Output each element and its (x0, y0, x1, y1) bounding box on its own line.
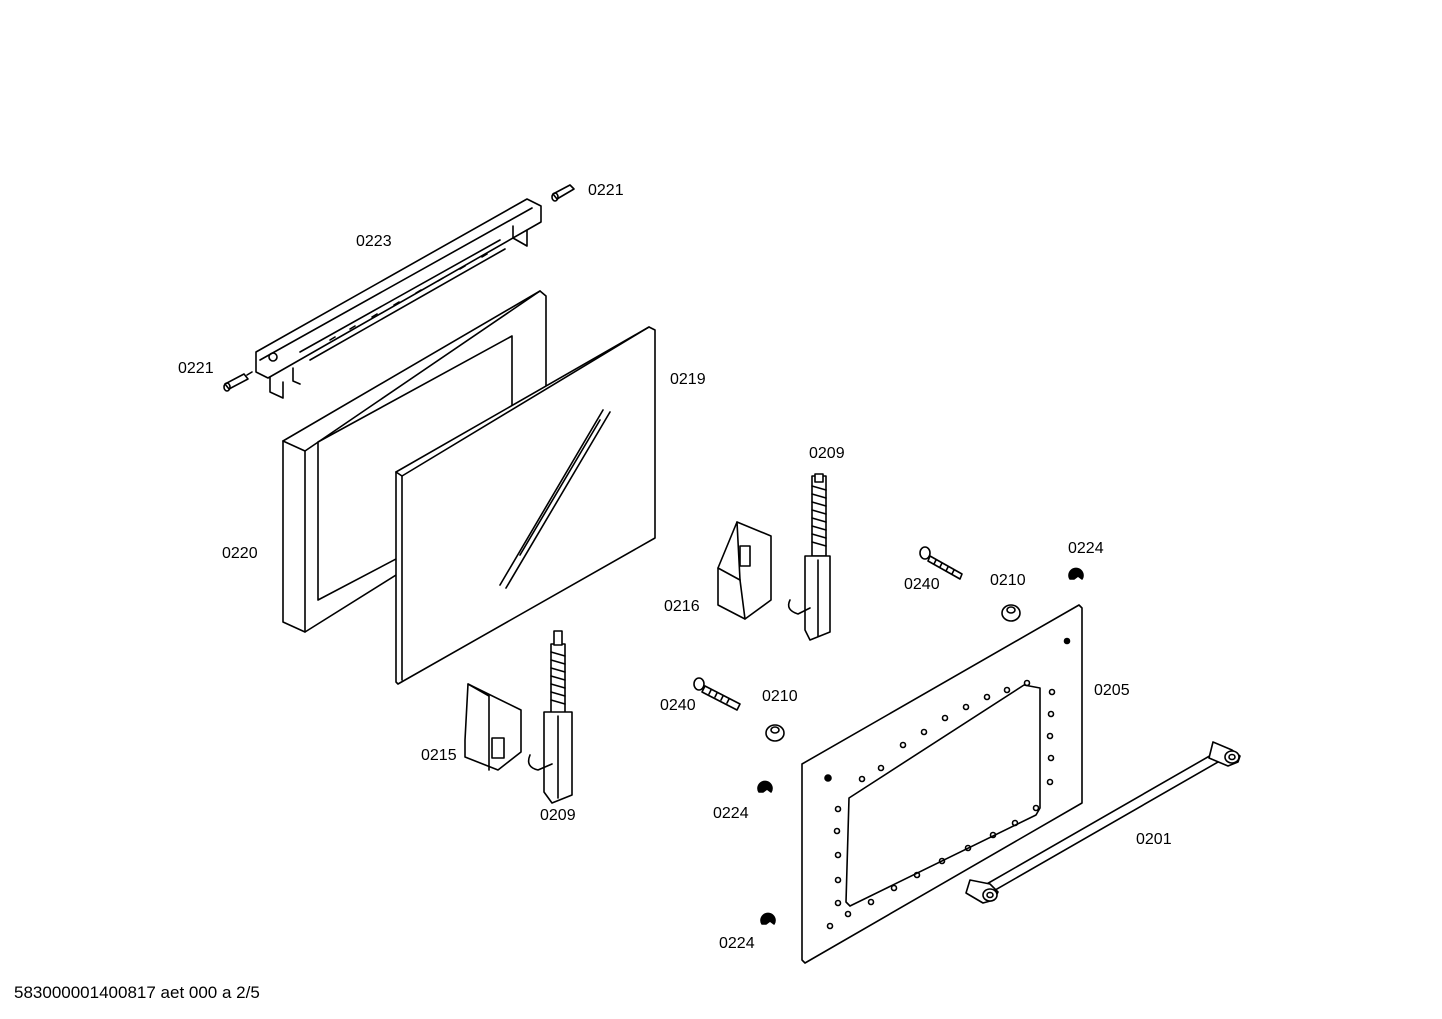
part-label-0224-c: 0224 (719, 935, 755, 952)
part-label-0221-top: 0221 (588, 182, 624, 199)
part-label-0201: 0201 (1136, 831, 1172, 848)
part-label-0205: 0205 (1094, 682, 1130, 699)
part-label-0209-upper: 0209 (809, 445, 845, 462)
part-label-0219: 0219 (670, 371, 706, 388)
part-label-0216: 0216 (664, 598, 700, 615)
door-trim-bar-0223 (256, 199, 541, 398)
part-label-0240-lower: 0240 (660, 697, 696, 714)
part-label-0223: 0223 (356, 233, 392, 250)
part-label-0215: 0215 (421, 747, 457, 764)
outer-door-panel-0205 (802, 605, 1082, 963)
part-label-0240-upper: 0240 (904, 576, 940, 593)
glass-pane-0219 (396, 327, 655, 684)
pin-0221-left (224, 372, 252, 391)
clip-0224-b (758, 781, 772, 792)
door-handle-0201 (966, 742, 1240, 903)
nut-0210-lower (766, 725, 784, 741)
part-label-0210-upper: 0210 (990, 572, 1026, 589)
pin-0221-top (552, 185, 574, 201)
part-label-0220: 0220 (222, 545, 258, 562)
part-label-0221-left: 0221 (178, 360, 214, 377)
clip-0224-a (1069, 568, 1083, 579)
nut-0210-upper (1002, 605, 1020, 621)
hinge-0209-upper (789, 474, 830, 640)
screw-0240-lower (694, 678, 740, 710)
hinge-bracket-0215 (465, 684, 521, 770)
hinge-0209-lower (529, 631, 572, 803)
part-label-0210-lower: 0210 (762, 688, 798, 705)
part-label-0224-a: 0224 (1068, 540, 1104, 557)
part-label-0209-lower: 0209 (540, 807, 576, 824)
hinge-bracket-0216 (718, 522, 771, 619)
part-label-0224-b: 0224 (713, 805, 749, 822)
drawing-reference-footer: 583000001400817 aet 000 a 2/5 (14, 983, 260, 1002)
clip-0224-c (761, 913, 775, 924)
screw-0240-upper (920, 547, 962, 579)
